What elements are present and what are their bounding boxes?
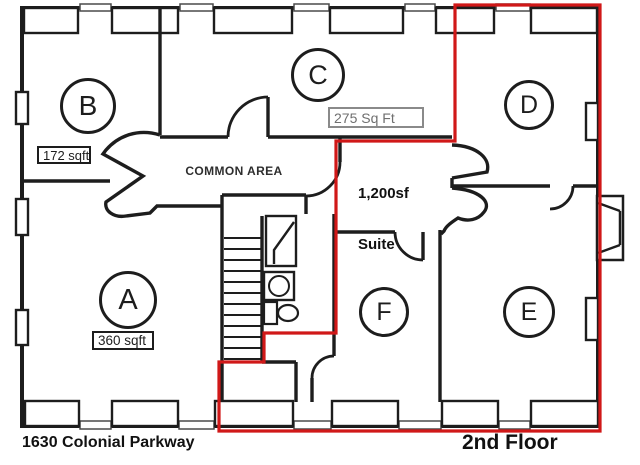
suite-label-line2: Suite	[358, 236, 395, 253]
windows	[14, 6, 600, 428]
building-address: 1630 Colonial Parkway	[22, 434, 195, 451]
interior-walls	[22, 8, 598, 402]
sink-icon	[262, 270, 296, 302]
room-label-e: E	[503, 286, 555, 338]
room-label-d: D	[504, 80, 554, 130]
closet-icon	[264, 214, 298, 268]
stairs	[224, 237, 262, 360]
area-box-room-c: 275 Sq Ft	[328, 107, 424, 128]
room-label-b: B	[60, 78, 116, 134]
room-letter: F	[376, 297, 392, 326]
area-value: 360 sqft	[98, 333, 147, 348]
suite-label-line1: 1,200sf	[358, 185, 409, 202]
area-box-room-b: 172 sqft	[37, 146, 91, 164]
door-arcs	[226, 95, 575, 379]
room-letter: D	[519, 90, 539, 119]
room-label-a: A	[99, 271, 157, 329]
room-label-c: C	[291, 48, 345, 102]
room-letter: E	[520, 297, 538, 326]
area-value: 275 Sq Ft	[334, 109, 395, 126]
toilet-icon	[262, 300, 300, 326]
area-value: 172 sqft	[43, 147, 90, 163]
room-letter: B	[78, 90, 98, 121]
room-label-f: F	[359, 287, 409, 337]
area-box-room-a: 360 sqft	[92, 331, 154, 350]
room-letter: C	[308, 59, 328, 90]
suite-boundary-outline	[217, 3, 602, 433]
room-letter: A	[118, 283, 138, 316]
floor-title: 2nd Floor	[462, 431, 558, 454]
common-area-label: COMMON AREA	[185, 164, 283, 178]
suite-label: 1,200sf Suite	[358, 151, 409, 287]
